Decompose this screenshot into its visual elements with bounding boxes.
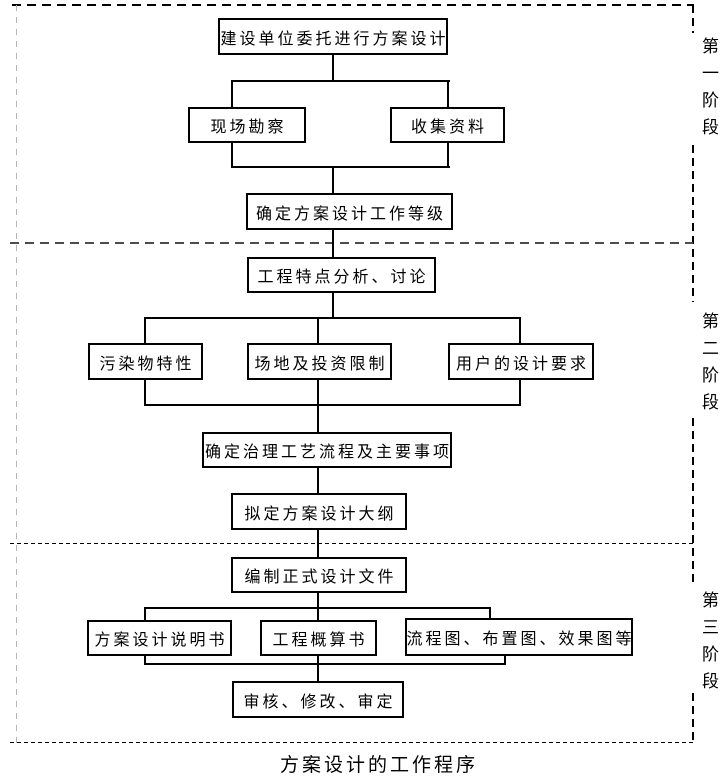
stage-label-2: 第二阶段 — [697, 312, 719, 420]
node-commission: 建设单位委托进行方案设计 — [218, 18, 448, 55]
frame-right-dashed-line-seg1 — [692, 5, 694, 33]
connector — [144, 317, 521, 319]
stage2-stage3-separator — [10, 543, 693, 544]
connector — [332, 55, 334, 82]
connector — [504, 656, 506, 665]
frame-left-dashed-line — [16, 5, 17, 743]
node-review-revision-approval: 审核、修改、审定 — [232, 681, 404, 718]
node-feature-analysis: 工程特点分析、讨论 — [247, 257, 436, 293]
connector — [317, 530, 319, 558]
connector — [519, 317, 521, 344]
connector — [144, 404, 521, 406]
frame-right-dashed-line-seg2 — [692, 145, 694, 302]
node-formal-design-documents: 编制正式设计文件 — [231, 557, 407, 593]
connector — [317, 379, 319, 406]
connector — [144, 379, 146, 406]
stage1-stage2-separator — [10, 242, 693, 244]
connector — [231, 80, 450, 82]
connector — [317, 592, 319, 609]
connector — [519, 379, 521, 406]
node-design-outline: 拟定方案设计大纲 — [231, 493, 407, 530]
node-design-work-grade: 确定方案设计工作等级 — [246, 193, 453, 230]
node-pollutant-characteristics: 污染物特性 — [88, 343, 203, 380]
connector — [489, 607, 491, 619]
frame-top-dashed-line — [12, 4, 694, 6]
connector — [144, 317, 146, 344]
node-site-investment-constraints: 场地及投资限制 — [247, 343, 392, 380]
connector — [317, 656, 319, 665]
frame-bottom-dashed-line — [10, 742, 693, 743]
node-data-collection: 收集资料 — [390, 107, 505, 143]
connector — [332, 166, 334, 194]
connector — [317, 404, 319, 433]
connector — [317, 663, 319, 682]
connector — [317, 317, 319, 344]
connector — [144, 607, 146, 621]
stage-label-1: 第一阶段 — [697, 37, 719, 145]
node-user-design-requirements: 用户的设计要求 — [448, 343, 594, 380]
frame-right-dashed-line-seg4 — [692, 693, 694, 744]
connector — [332, 230, 334, 258]
node-treatment-process: 确定治理工艺流程及主要事项 — [202, 432, 452, 468]
connector — [332, 293, 334, 319]
diagram-caption: 方案设计的工作程序 — [279, 754, 479, 776]
connector — [317, 607, 319, 621]
connector — [231, 166, 450, 168]
node-design-specification: 方案设计说明书 — [87, 620, 232, 656]
connector — [144, 656, 146, 665]
connector — [144, 663, 506, 665]
connector — [317, 468, 319, 494]
frame-right-dashed-line-seg3 — [692, 418, 694, 582]
node-drawings: 流程图、布置图、效果图等 — [405, 618, 633, 656]
stage-label-3: 第三阶段 — [697, 591, 719, 699]
node-cost-estimate: 工程概算书 — [260, 620, 377, 656]
node-site-survey: 现场勘察 — [188, 107, 306, 143]
